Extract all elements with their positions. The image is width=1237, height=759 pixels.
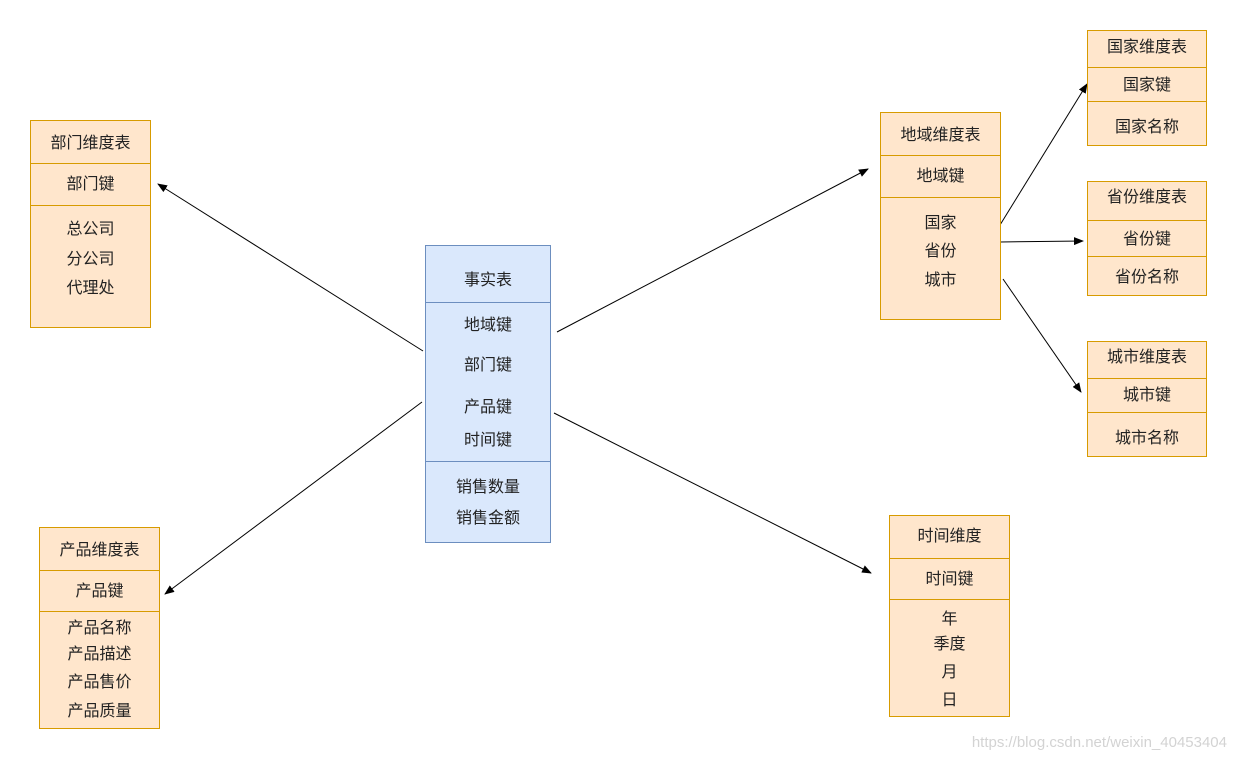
time-table-title: 时间维度 [917,526,982,545]
time-dimension-table: 时间维度 时间键 年 季度 月 日 [889,515,1010,717]
product-table-key-row: 产品键 [40,570,159,612]
product-attr-quality: 产品质量 [67,701,132,720]
arrow-fact-to-region [556,168,869,333]
city-table-key: 城市键 [1122,385,1171,404]
fact-key-dept: 部门键 [463,355,512,374]
city-table-title: 城市维度表 [1106,347,1187,366]
city-dimension-table: 城市维度表 城市键 城市名称 [1087,341,1207,457]
time-table-attrs: 年 季度 月 日 [890,601,1009,716]
country-table-key: 国家键 [1122,75,1171,94]
fact-table-measures: 销售数量 销售金额 [426,461,550,543]
region-dimension-table: 地域维度表 地域键 国家 省份 城市 [880,112,1001,320]
region-table-title: 地域维度表 [900,125,981,144]
country-table-key-row: 国家键 [1088,67,1206,101]
region-table-header: 地域维度表 [881,113,1000,155]
product-table-key: 产品键 [75,581,124,600]
dept-table-header: 部门维度表 [31,121,150,163]
product-attr-price: 产品售价 [67,672,132,691]
dept-table-key: 部门键 [66,174,115,193]
country-table-attrs: 国家名称 [1088,101,1206,146]
time-attr-month: 月 [941,662,958,681]
fact-measure-amount: 销售金额 [455,508,520,527]
fact-table: 事实表 地域键 部门键 产品键 时间键 销售数量 销售金额 [425,245,551,543]
time-table-key: 时间键 [925,569,974,588]
dept-attr-agency: 代理处 [66,278,115,297]
country-table-header: 国家维度表 [1088,31,1206,67]
arrow-region-to-province [999,237,1084,246]
dept-table-key-row: 部门键 [31,163,150,205]
time-attr-day: 日 [941,690,958,709]
province-table-key: 省份键 [1122,229,1171,248]
fact-measure-qty: 销售数量 [455,477,520,496]
product-table-title: 产品维度表 [59,540,140,559]
country-dimension-table: 国家维度表 国家键 国家名称 [1087,30,1207,146]
dept-table-attrs: 总公司 分公司 代理处 [31,205,150,327]
time-table-header: 时间维度 [890,516,1009,558]
country-table-title: 国家维度表 [1106,37,1187,56]
fact-key-time: 时间键 [463,430,512,449]
province-table-title: 省份维度表 [1106,187,1187,206]
fact-key-product: 产品键 [463,397,512,416]
city-table-key-row: 城市键 [1088,378,1206,412]
product-attr-name: 产品名称 [67,618,132,637]
product-table-header: 产品维度表 [40,528,159,570]
dept-dimension-table: 部门维度表 部门键 总公司 分公司 代理处 [30,120,151,328]
fact-table-keys: 地域键 部门键 产品键 时间键 [426,302,550,462]
arrow-region-to-country [999,83,1088,226]
region-attr-province: 省份 [924,241,957,260]
city-table-attrs: 城市名称 [1088,412,1206,457]
region-attr-country: 国家 [924,213,957,232]
province-table-attrs: 省份名称 [1088,256,1206,296]
province-dimension-table: 省份维度表 省份键 省份名称 [1087,181,1207,296]
region-table-key: 地域键 [916,166,965,185]
product-attr-desc: 产品描述 [67,644,132,663]
province-table-key-row: 省份键 [1088,220,1206,256]
city-table-header: 城市维度表 [1088,342,1206,378]
arrow-fact-to-dept [157,183,424,352]
product-dimension-table: 产品维度表 产品键 产品名称 产品描述 产品售价 产品质量 [39,527,160,729]
region-table-attrs: 国家 省份 城市 [881,197,1000,319]
fact-table-title: 事实表 [463,270,512,289]
fact-key-region: 地域键 [463,315,512,334]
time-attr-quarter: 季度 [933,634,966,653]
product-table-attrs: 产品名称 产品描述 产品售价 产品质量 [40,612,159,728]
arrow-fact-to-time [553,412,872,574]
time-attr-year: 年 [941,609,958,628]
dept-attr-branch: 分公司 [66,249,115,268]
region-table-key-row: 地域键 [881,155,1000,197]
arrow-region-to-city [1002,278,1082,393]
dept-table-title: 部门维度表 [50,133,131,152]
watermark-text: https://blog.csdn.net/weixin_40453404 [971,734,1227,751]
province-attr-name: 省份名称 [1114,267,1179,286]
time-table-key-row: 时间键 [890,558,1009,600]
arrow-fact-to-product [164,401,423,595]
city-attr-name: 城市名称 [1114,428,1179,447]
province-table-header: 省份维度表 [1088,182,1206,220]
fact-table-header: 事实表 [426,246,550,302]
dept-attr-hq: 总公司 [66,219,115,238]
region-attr-city: 城市 [924,270,957,289]
country-attr-name: 国家名称 [1114,117,1179,136]
